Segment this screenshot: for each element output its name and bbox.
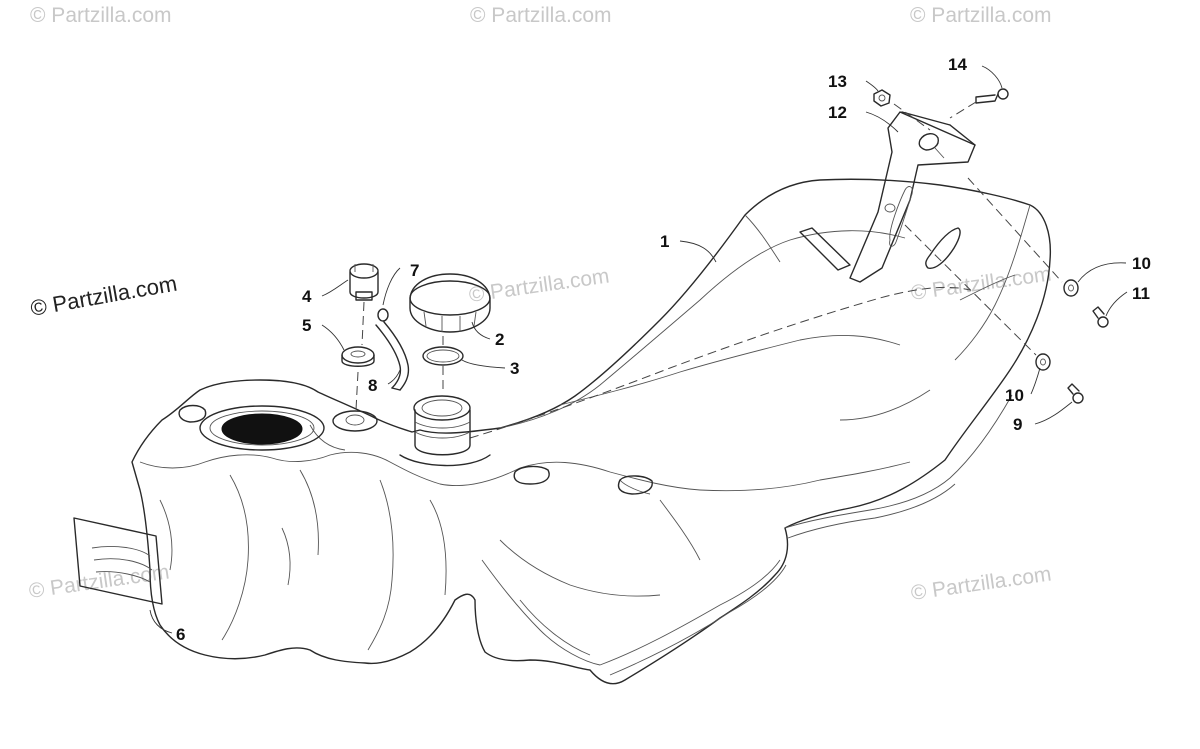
leader-lines: [149, 65, 1128, 634]
callout-14: 14: [948, 55, 967, 74]
filler-neck: [399, 395, 491, 467]
watermarks: © Partzilla.com © Partzilla.com © Partzi…: [27, 4, 1052, 605]
callout-13: 13: [828, 72, 847, 91]
nut: [873, 89, 891, 107]
fuel-cap: [409, 273, 491, 333]
bracket: [849, 111, 976, 283]
washer-lower: [1035, 353, 1051, 371]
callout-8: 8: [368, 376, 377, 395]
watermark-top-center: © Partzilla.com: [470, 4, 612, 27]
callout-1: 1: [660, 232, 669, 251]
callout-10-lower: 10: [1005, 386, 1024, 405]
bolt-top: [975, 88, 1009, 104]
callouts: 1 2 3 4 5 6 7 8 9 10 10 11 12 13 14: [176, 55, 1151, 644]
watermark-top-right: © Partzilla.com: [910, 4, 1052, 27]
vent-seat: [332, 410, 378, 432]
hose-clip: [377, 308, 389, 322]
callout-9: 9: [1013, 415, 1022, 434]
bolt-right: [1092, 306, 1109, 328]
watermark-top-left: © Partzilla.com: [30, 4, 172, 27]
callout-2: 2: [495, 330, 504, 349]
assembly-lines: [355, 101, 1063, 411]
tank-slot: [799, 227, 961, 271]
warning-label: [73, 517, 163, 605]
fuel-tank: [131, 178, 1052, 685]
callout-11: 11: [1132, 284, 1150, 303]
vent-hose: [375, 321, 410, 391]
callout-5: 5: [302, 316, 311, 335]
watermark-dark: © Partzilla.com: [29, 271, 179, 321]
callout-7: 7: [410, 261, 419, 280]
o-ring: [422, 346, 464, 366]
callout-12: 12: [828, 103, 847, 122]
callout-3: 3: [510, 359, 519, 378]
watermark-bottom-right: © Partzilla.com: [909, 562, 1052, 604]
grommet: [341, 346, 375, 367]
callout-6: 6: [176, 625, 185, 644]
vent-valve: [349, 263, 379, 301]
callout-4: 4: [302, 287, 312, 306]
fuel-pump-opening: [199, 405, 325, 451]
callout-10-upper: 10: [1132, 254, 1151, 273]
bolt-lower: [1067, 383, 1084, 404]
washer-upper: [1063, 279, 1079, 297]
